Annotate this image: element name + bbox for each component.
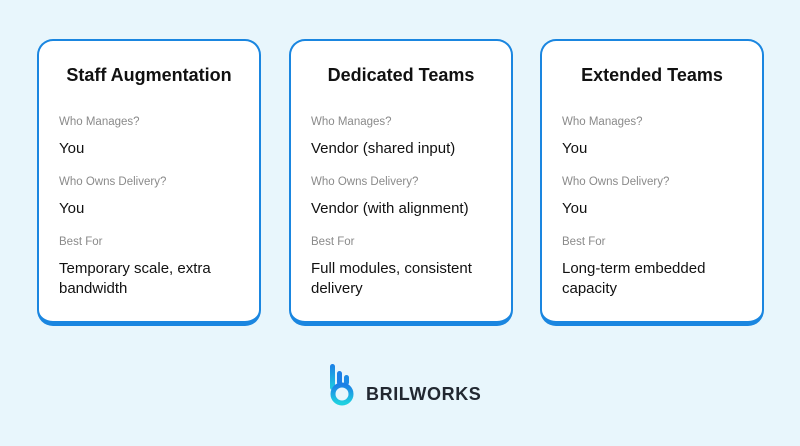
field-value: Vendor (shared input) xyxy=(311,140,456,157)
field-label: Best For xyxy=(562,236,606,248)
field-value: Vendor (with alignment) xyxy=(311,200,469,217)
card-dedicated-teams: Dedicated Teams Who Manages? Vendor (sha… xyxy=(289,39,513,326)
field-label: Who Owns Delivery? xyxy=(311,176,419,188)
card-title: Staff Augmentation xyxy=(66,65,232,85)
field-label: Who Manages? xyxy=(311,116,392,128)
field-value: Temporary scale, extra bandwidth xyxy=(59,260,211,297)
field-best-for: Best For Full modules, consistent delive… xyxy=(311,235,499,299)
field-who-manages: Who Manages? You xyxy=(562,115,750,159)
field-who-manages: Who Manages? You xyxy=(59,115,247,159)
field-label: Best For xyxy=(59,236,103,248)
card-title: Extended Teams xyxy=(581,65,723,85)
field-who-manages: Who Manages? Vendor (shared input) xyxy=(311,115,499,159)
field-label: Who Manages? xyxy=(59,116,140,128)
field-label: Best For xyxy=(311,236,355,248)
field-value: Long-term embedded capacity xyxy=(562,260,706,297)
brilworks-logo-icon xyxy=(328,363,356,412)
field-value: You xyxy=(562,140,588,157)
field-who-owns-delivery: Who Owns Delivery? You xyxy=(562,175,750,219)
brand-logo: BRILWORKS xyxy=(328,363,481,412)
field-best-for: Best For Temporary scale, extra bandwidt… xyxy=(59,235,247,299)
field-value: You xyxy=(59,200,85,217)
field-label: Who Owns Delivery? xyxy=(59,176,167,188)
field-value: You xyxy=(562,200,588,217)
card-title: Dedicated Teams xyxy=(327,65,475,85)
card-staff-augmentation: Staff Augmentation Who Manages? You Who … xyxy=(37,39,261,326)
brand-name: BRILWORKS xyxy=(366,384,482,404)
field-who-owns-delivery: Who Owns Delivery? You xyxy=(59,175,247,219)
card-extended-teams: Extended Teams Who Manages? You Who Owns… xyxy=(540,39,764,326)
field-label: Who Manages? xyxy=(562,116,643,128)
field-who-owns-delivery: Who Owns Delivery? Vendor (with alignmen… xyxy=(311,175,499,219)
field-best-for: Best For Long-term embedded capacity xyxy=(562,235,750,299)
field-label: Who Owns Delivery? xyxy=(562,176,670,188)
field-value: You xyxy=(59,140,85,157)
field-value: Full modules, consistent delivery xyxy=(311,260,472,297)
